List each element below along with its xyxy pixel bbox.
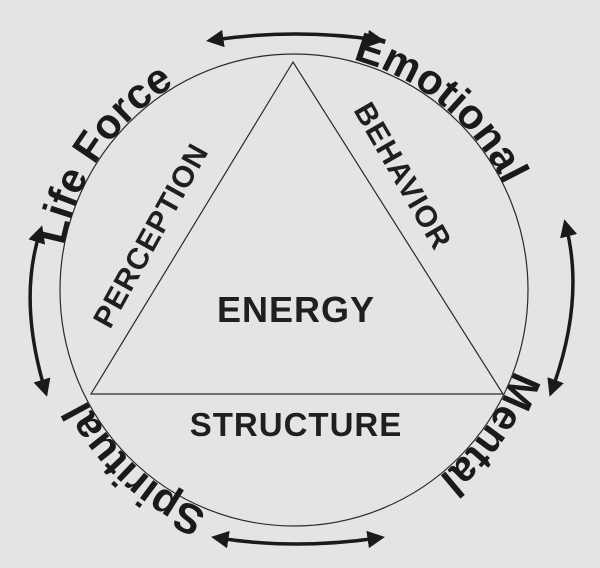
outer-label-group-bottom-left: Spiritual xyxy=(53,395,211,546)
energy-label: ENERGY xyxy=(217,289,375,330)
spiritual-label: Spiritual xyxy=(53,395,211,546)
triangle xyxy=(89,60,505,395)
arrow-top xyxy=(206,29,385,48)
inner-circle xyxy=(59,53,529,527)
behavior-label: BEHAVIOR xyxy=(347,97,458,256)
mental-label: Mental xyxy=(433,367,550,507)
outer-label-group-bottom: Mental xyxy=(433,367,550,507)
structure-label: STRUCTURE xyxy=(190,406,403,443)
arrow-bottom xyxy=(211,530,385,549)
arrow-right xyxy=(547,219,578,397)
arrow-left xyxy=(28,225,51,397)
perception-label: PERCEPTION xyxy=(87,138,215,333)
